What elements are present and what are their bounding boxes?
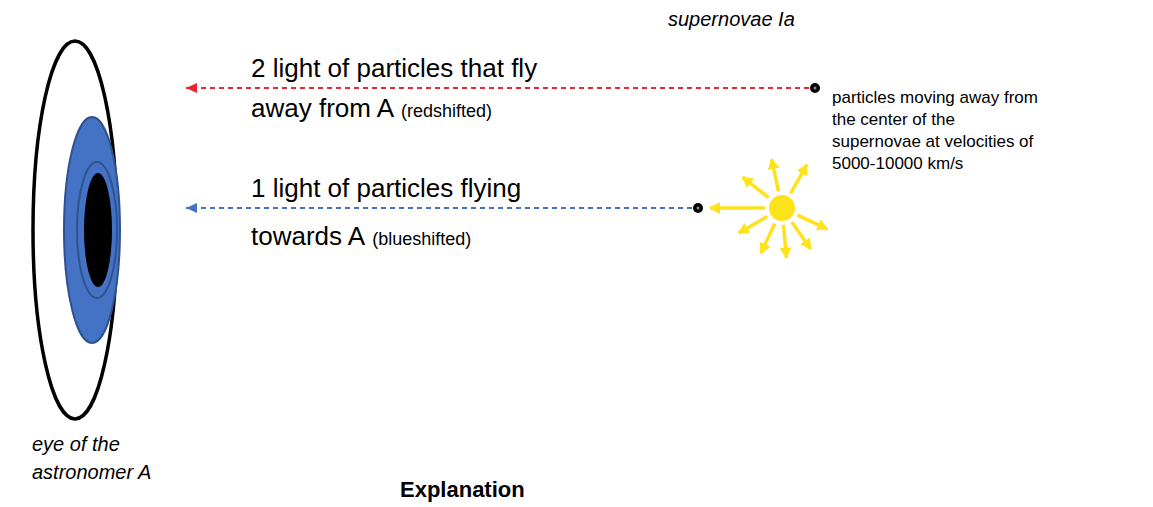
eye-caption: eye of the astronomer A bbox=[28, 430, 178, 486]
particle-arrows bbox=[710, 159, 827, 258]
pupil bbox=[84, 173, 112, 287]
supernova-core bbox=[769, 195, 795, 221]
title-label: supernovae Ia bbox=[668, 8, 795, 30]
shift-note: (blueshifted) bbox=[372, 229, 471, 249]
iris bbox=[64, 117, 120, 343]
redshift-ray bbox=[186, 87, 809, 89]
iris-ring bbox=[77, 162, 117, 298]
annotation-group: particles moving away from the center of… bbox=[832, 87, 1044, 175]
particle-dot bbox=[810, 83, 820, 93]
eye-node: eye of the astronomer A bbox=[28, 36, 178, 486]
section-heading: Explanation bbox=[400, 477, 525, 502]
particle-dot-center bbox=[814, 87, 817, 90]
annotation: particles moving away from the center of… bbox=[832, 88, 1038, 173]
ray-label: 2 light of particles that fly away from … bbox=[251, 53, 537, 123]
title-label-group: supernovae Ia bbox=[668, 6, 888, 32]
particle-dot bbox=[693, 203, 703, 213]
blueshift-ray bbox=[186, 207, 692, 209]
ray-label-group: 2 light of particles that fly away from … bbox=[251, 48, 561, 131]
particle-dot-center bbox=[697, 207, 700, 210]
shift-note: (redshifted) bbox=[401, 101, 492, 121]
eye-outline bbox=[28, 36, 178, 428]
section-heading-group: Explanation bbox=[400, 476, 700, 504]
ray-label-group: 1 light of particles flying towards A(bl… bbox=[251, 164, 551, 263]
